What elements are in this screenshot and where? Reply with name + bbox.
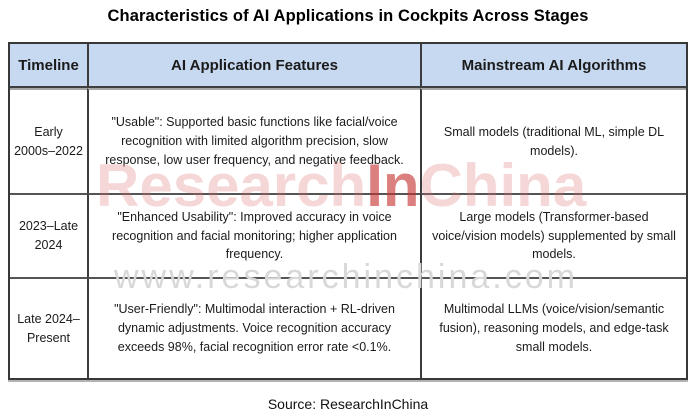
cell-timeline: Early 2000s–2022 bbox=[10, 88, 87, 193]
cockpit-ai-stages-table: Timeline AI Application Features Mainstr… bbox=[10, 44, 686, 378]
data-table: Timeline AI Application Features Mainstr… bbox=[8, 42, 688, 380]
source-note: Source: ResearchInChina bbox=[267, 396, 429, 412]
figure-title: Characteristics of AI Applications in Co… bbox=[107, 7, 589, 25]
col-header-algorithms: Mainstream AI Algorithms bbox=[420, 44, 686, 88]
table-row: Early 2000s–2022 "Usable": Supported bas… bbox=[10, 88, 686, 193]
cell-timeline: 2023–Late 2024 bbox=[10, 193, 87, 277]
cell-features: "User-Friendly": Multimodal interaction … bbox=[87, 277, 420, 378]
col-header-features: AI Application Features bbox=[87, 44, 420, 88]
cell-algorithms: Multimodal LLMs (voice/vision/semantic f… bbox=[420, 277, 686, 378]
cell-features: "Enhanced Usability": Improved accuracy … bbox=[87, 193, 420, 277]
table-row: 2023–Late 2024 "Enhanced Usability": Imp… bbox=[10, 193, 686, 277]
col-header-timeline: Timeline bbox=[10, 44, 87, 88]
table-row: Late 2024–Present "User-Friendly": Multi… bbox=[10, 277, 686, 378]
cell-features: "Usable": Supported basic functions like… bbox=[87, 88, 420, 193]
header-row: Timeline AI Application Features Mainstr… bbox=[10, 44, 686, 88]
cell-algorithms: Large models (Transformer-based voice/vi… bbox=[420, 193, 686, 277]
cell-algorithms: Small models (traditional ML, simple DL … bbox=[420, 88, 686, 193]
cell-timeline: Late 2024–Present bbox=[10, 277, 87, 378]
